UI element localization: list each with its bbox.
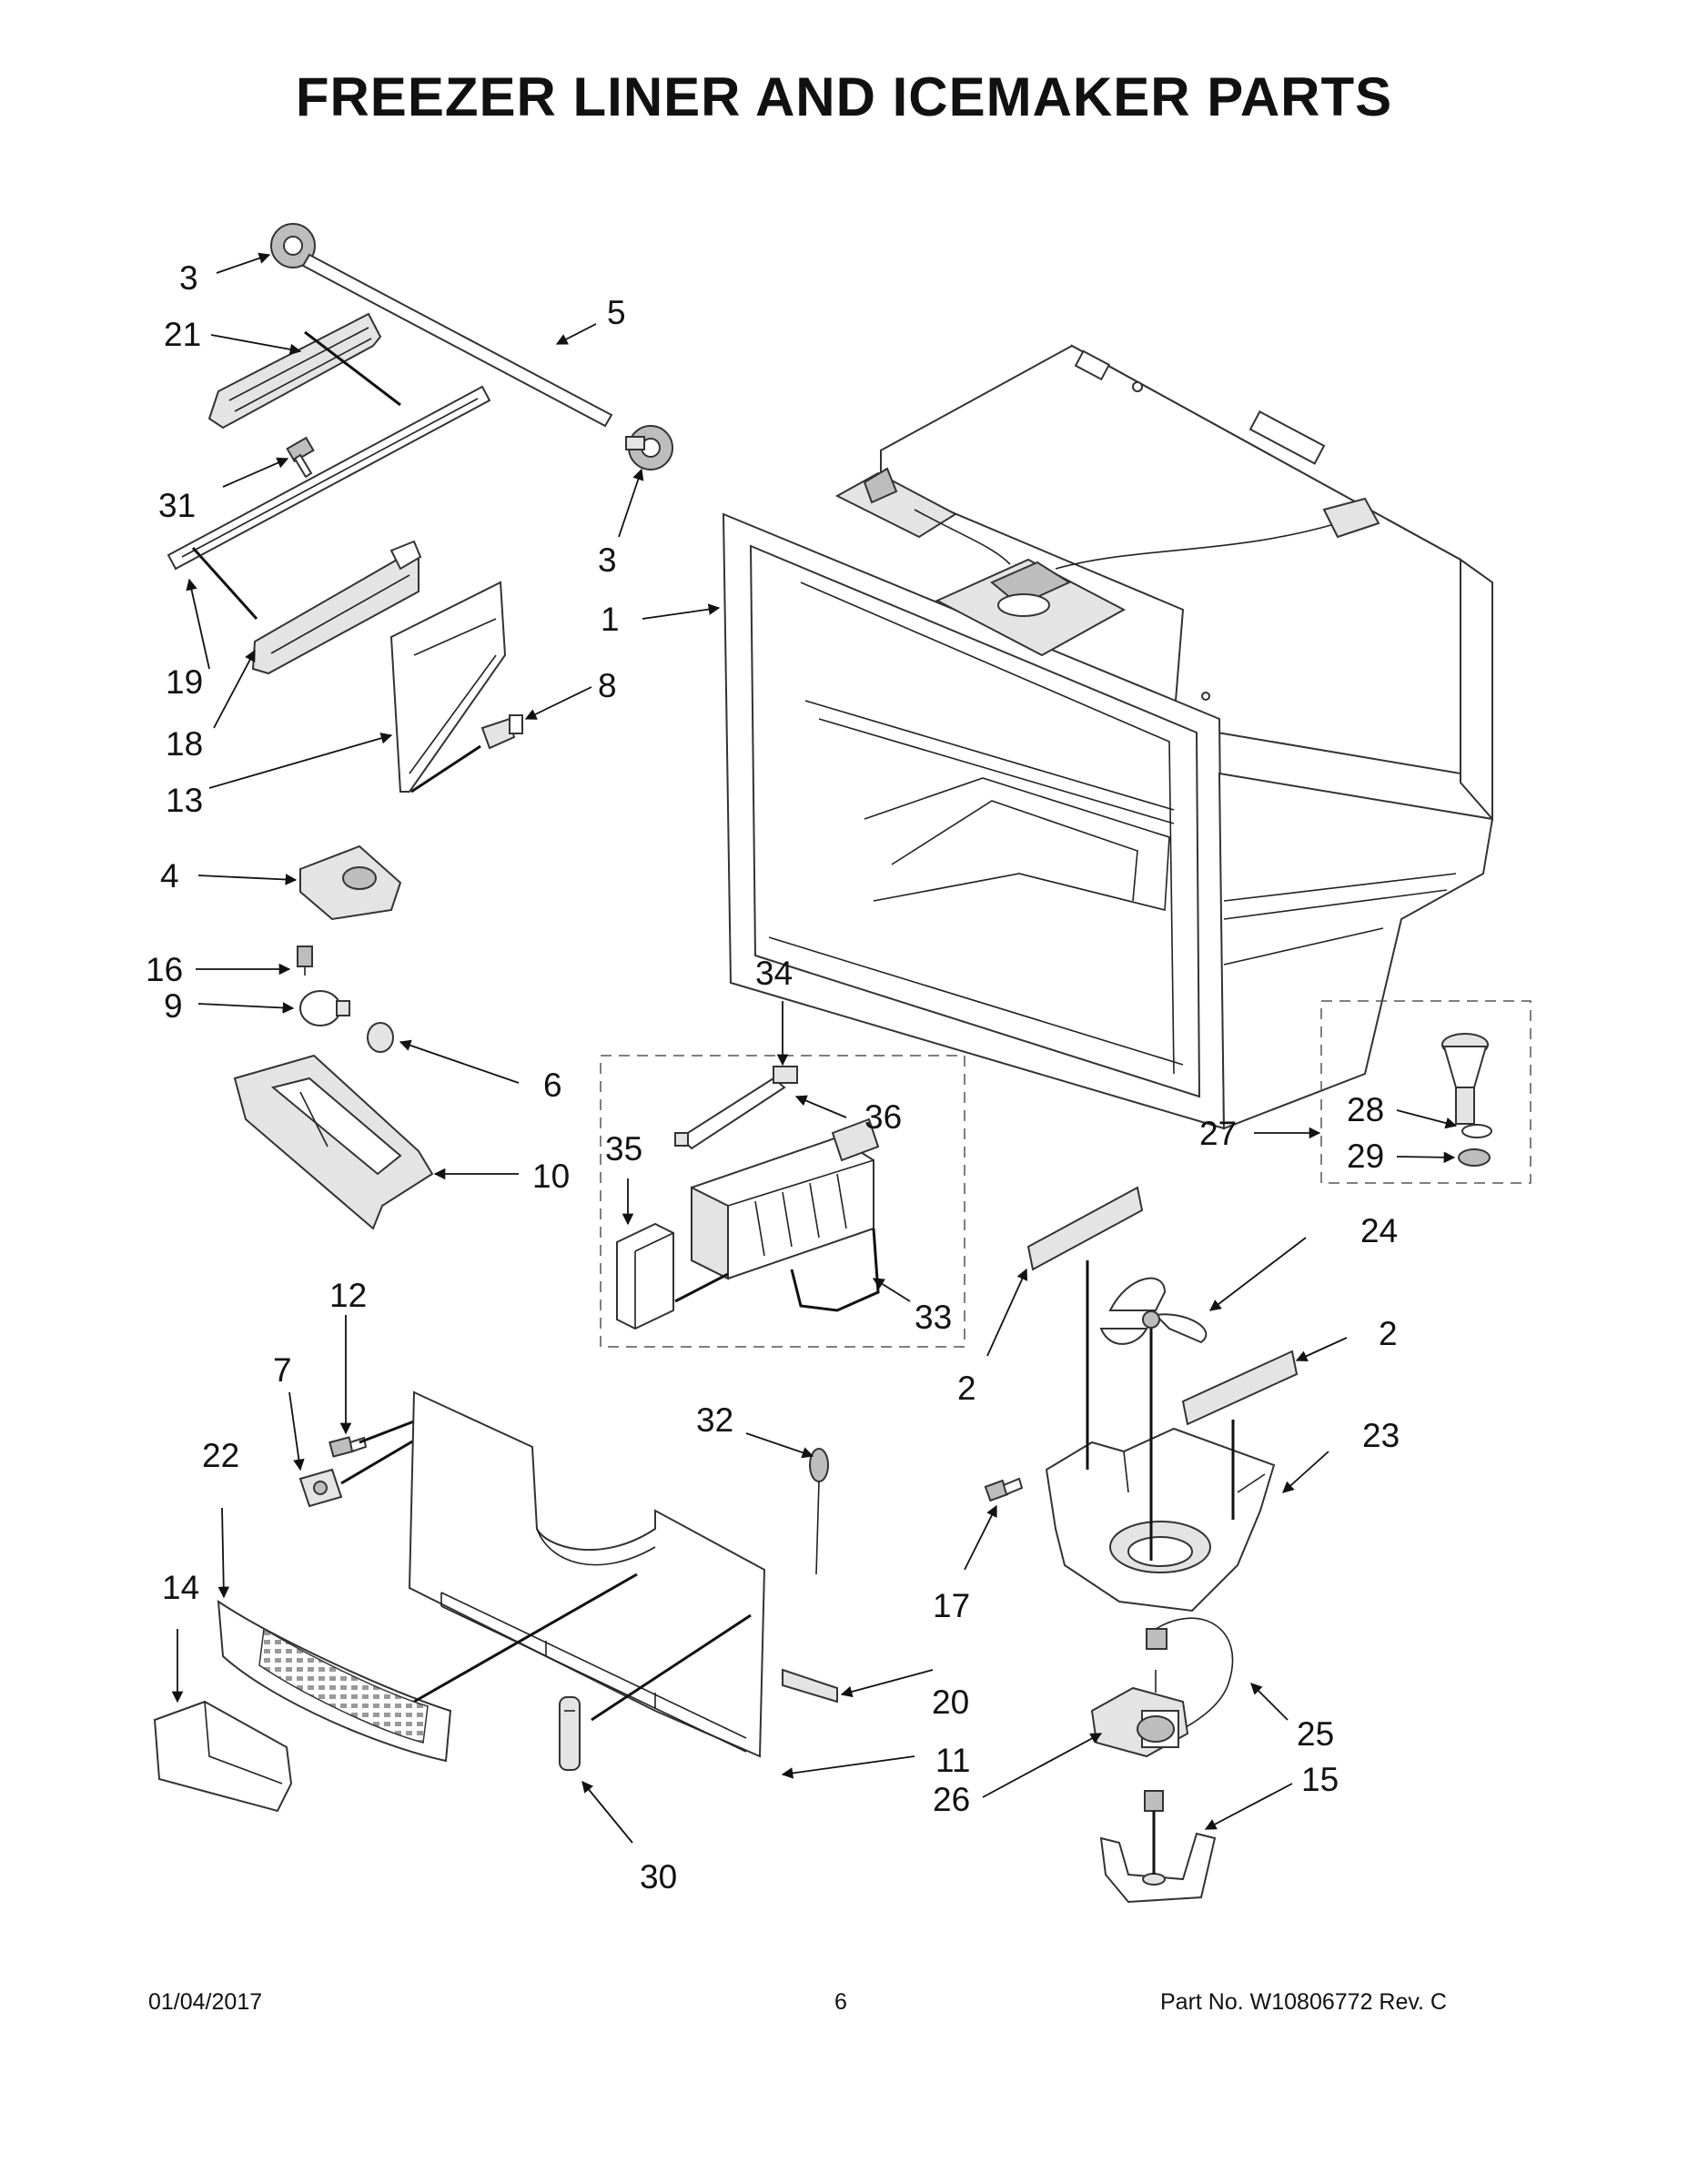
page-title: FREEZER LINER AND ICEMAKER PARTS xyxy=(295,66,1393,127)
screw-part-12 xyxy=(329,1436,368,1458)
pad-part-2-right xyxy=(1181,1350,1299,1426)
wire-harness-part-36 xyxy=(674,1066,798,1150)
light-housing-part-10 xyxy=(233,1054,434,1230)
plug-part-8 xyxy=(480,714,523,750)
callout-18: 18 xyxy=(166,725,203,763)
grommet-part-25 xyxy=(1146,1617,1234,1734)
callout-labels: 3 21 5 31 3 1 8 19 18 13 4 16 9 6 10 34 … xyxy=(146,259,1400,1896)
callout-1: 1 xyxy=(601,601,620,638)
callout-23: 23 xyxy=(1362,1417,1400,1454)
bracket-part-13 xyxy=(389,581,507,793)
callout-13: 13 xyxy=(166,782,203,819)
assembly-line xyxy=(340,1436,419,1485)
back-panel-part-11 xyxy=(408,1390,766,1758)
callout-10: 10 xyxy=(532,1158,570,1195)
screw-part-17 xyxy=(984,1477,1024,1502)
callout-11: 11 xyxy=(935,1742,970,1779)
callout-28: 28 xyxy=(1347,1091,1384,1128)
callout-12: 12 xyxy=(329,1277,367,1314)
assembly-line xyxy=(413,1572,638,1704)
callout-27: 27 xyxy=(1199,1115,1237,1152)
drain-assembly-box xyxy=(1320,1000,1531,1184)
callout-21: 21 xyxy=(164,316,201,353)
strip-part-20 xyxy=(782,1668,838,1704)
callout-7: 7 xyxy=(273,1351,292,1389)
fan-blade-part-24 xyxy=(1099,1277,1208,1345)
slide-rail-part-19 xyxy=(167,385,491,571)
grommet-part-15 xyxy=(1144,1790,1164,1812)
callout-15: 15 xyxy=(1301,1761,1339,1798)
pad-part-2-left xyxy=(1026,1186,1144,1271)
callout-24: 24 xyxy=(1360,1212,1398,1249)
icemaker-part-34 xyxy=(691,1117,880,1280)
shaft-part-5 xyxy=(301,253,613,428)
assembly-line xyxy=(191,546,258,621)
callout-20: 20 xyxy=(932,1684,969,1721)
callout-25: 25 xyxy=(1297,1715,1334,1753)
assembly-line xyxy=(359,1418,419,1444)
callout-5: 5 xyxy=(607,294,626,331)
assembly-line xyxy=(591,1613,752,1722)
rail-part-18 xyxy=(251,540,422,675)
footer-page-number: 6 xyxy=(834,1989,847,2015)
washer-part-29 xyxy=(1458,1148,1491,1167)
callout-4: 4 xyxy=(160,857,179,895)
clip-part-30 xyxy=(559,1696,581,1771)
callout-22: 22 xyxy=(202,1437,239,1474)
bracket-part-7 xyxy=(298,1468,343,1508)
motor-bracket xyxy=(1099,1832,1217,1904)
callout-33: 33 xyxy=(915,1299,952,1336)
bulb-part-9 xyxy=(299,990,350,1026)
clip-part-16 xyxy=(297,945,313,976)
gear-part-3-top xyxy=(270,223,316,268)
callout-3-top: 3 xyxy=(179,259,198,297)
drain-part-27 xyxy=(1441,1033,1489,1125)
callout-31: 31 xyxy=(158,487,196,524)
socket-part-6 xyxy=(367,1022,394,1053)
leader-lines xyxy=(171,252,1458,1844)
o-ring-part-28 xyxy=(1461,1124,1492,1138)
screw-part-31 xyxy=(286,436,315,479)
callout-3-lower: 3 xyxy=(598,541,617,579)
callout-30: 30 xyxy=(640,1858,677,1896)
freezer-liner xyxy=(722,344,1494,1130)
callout-29: 29 xyxy=(1347,1138,1384,1175)
callout-6: 6 xyxy=(543,1067,562,1104)
callout-2-left: 2 xyxy=(957,1370,976,1407)
callout-35: 35 xyxy=(605,1130,642,1168)
callout-2-right: 2 xyxy=(1379,1315,1398,1352)
assembly-line xyxy=(304,330,401,407)
callout-32: 32 xyxy=(696,1401,733,1439)
motor-part-26 xyxy=(1090,1670,1189,1758)
duct-part-14 xyxy=(153,1700,293,1813)
callout-8: 8 xyxy=(598,667,617,704)
fan-housing-part-23 xyxy=(1045,1427,1276,1613)
callout-19: 19 xyxy=(166,663,203,701)
callout-26: 26 xyxy=(933,1781,970,1818)
grille-part-22 xyxy=(217,1600,452,1763)
callout-16: 16 xyxy=(146,951,183,988)
footer-date: 01/04/2017 xyxy=(148,1989,263,2015)
assembly-line xyxy=(674,1272,729,1303)
callout-9: 9 xyxy=(164,987,183,1025)
footer-part-number: Part No. W10806772 Rev. C xyxy=(1160,1989,1447,2015)
assembly-line xyxy=(410,744,481,794)
gear-part-3-lower xyxy=(625,425,673,470)
thermistor-part-32 xyxy=(809,1448,829,1575)
callout-34: 34 xyxy=(755,955,793,992)
wire-part-33 xyxy=(790,1228,880,1312)
module-part-35 xyxy=(616,1222,674,1330)
cover-part-4 xyxy=(299,844,402,921)
rail-bracket-part-21 xyxy=(207,312,382,430)
callout-36: 36 xyxy=(864,1098,902,1136)
callout-14: 14 xyxy=(162,1569,199,1606)
callout-17: 17 xyxy=(933,1587,970,1624)
